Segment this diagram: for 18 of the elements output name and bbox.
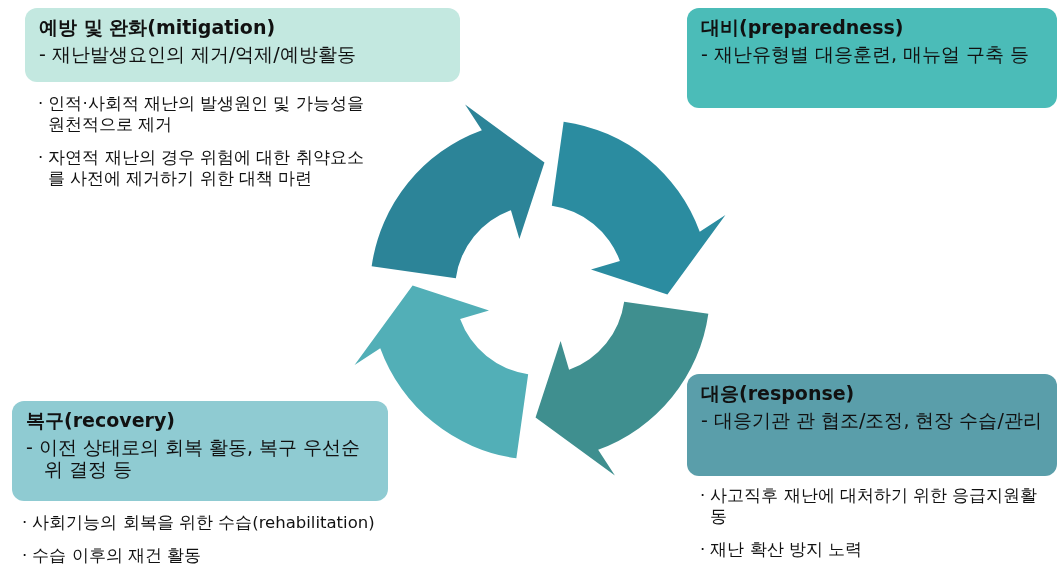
phase-title: 대응(response) <box>701 381 855 406</box>
phase-description: - 이전 상태로의 회복 활동, 복구 우선순위 결정 등 <box>26 436 362 480</box>
phase-title: 대비(preparedness) <box>701 15 904 40</box>
phase-description: - 재난유형별 대응훈련, 매뉴얼 구축 등 <box>701 43 1031 65</box>
bullet-note: · 인적·사회적 재난의 발생원인 및 가능성을 원천적으로 제거 <box>38 93 365 135</box>
phase-title: 복구(recovery) <box>26 408 175 433</box>
bullet-note: · 자연적 재난의 경우 위험에 대한 취약요소를 사전에 제거하기 위한 대책 마련 <box>38 147 365 189</box>
bullet-note: · 사고직후 재난에 대처하기 위한 응급지원활동 <box>700 485 1039 527</box>
phase-box <box>12 401 388 501</box>
bullet-note: · 수습 이후의 재건 활동 <box>22 545 203 566</box>
phase-box <box>687 8 1057 108</box>
phase-box <box>687 374 1057 476</box>
bullet-note: · 재난 확산 방지 노력 <box>700 539 864 560</box>
phase-title: 예방 및 완화(mitigation) <box>39 15 276 40</box>
phase-description: - 재난발생요인의 제거/억제/예방활동 <box>39 43 357 65</box>
phase-description: - 대응기관 관 협조/조정, 현장 수습/관리 <box>701 409 1043 431</box>
phase-box <box>25 8 460 82</box>
bullet-note: · 사회기능의 회복을 위한 수습(rehabilitation) <box>22 512 376 533</box>
